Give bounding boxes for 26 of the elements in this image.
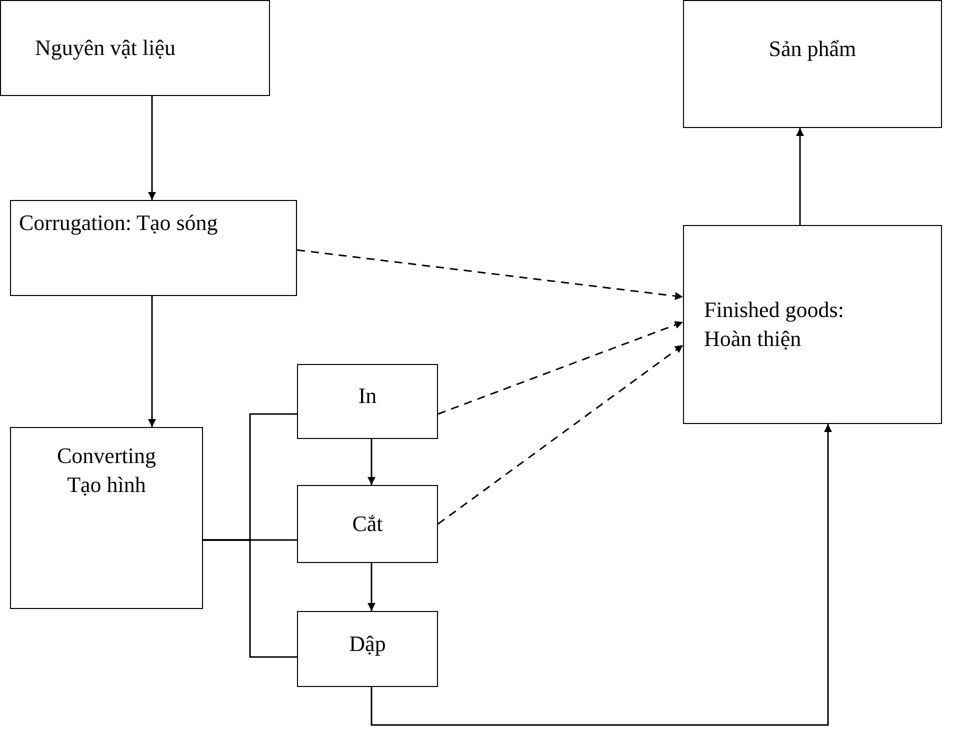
arrow xyxy=(368,563,376,611)
box-label: Finished goods: Hoàn thiện xyxy=(704,296,845,352)
box-label: Converting Tạo hình xyxy=(56,442,157,499)
box-label: Nguyên vật liệu xyxy=(35,34,176,62)
dashed-arrow xyxy=(438,344,684,525)
dashed-arrow xyxy=(296,249,684,300)
process-box xyxy=(683,225,942,424)
arrow xyxy=(796,128,804,225)
box-label: Dập xyxy=(349,630,386,658)
process-box xyxy=(10,427,203,609)
arrow xyxy=(370,424,832,726)
process-box xyxy=(297,485,438,563)
dashed-arrow xyxy=(438,321,684,415)
process-box xyxy=(683,0,942,128)
arrow xyxy=(148,96,156,200)
connector-line xyxy=(203,539,297,658)
box-label: Sản phẩm xyxy=(768,34,856,63)
process-box xyxy=(297,611,438,687)
process-box xyxy=(10,200,297,296)
process-box xyxy=(0,0,270,96)
process-box xyxy=(297,364,438,439)
box-label: In xyxy=(358,382,377,410)
box-label: Corrugation: Tạo sóng xyxy=(19,209,218,237)
arrow xyxy=(368,439,376,485)
box-label: Cắt xyxy=(352,510,383,538)
arrow xyxy=(148,296,156,427)
